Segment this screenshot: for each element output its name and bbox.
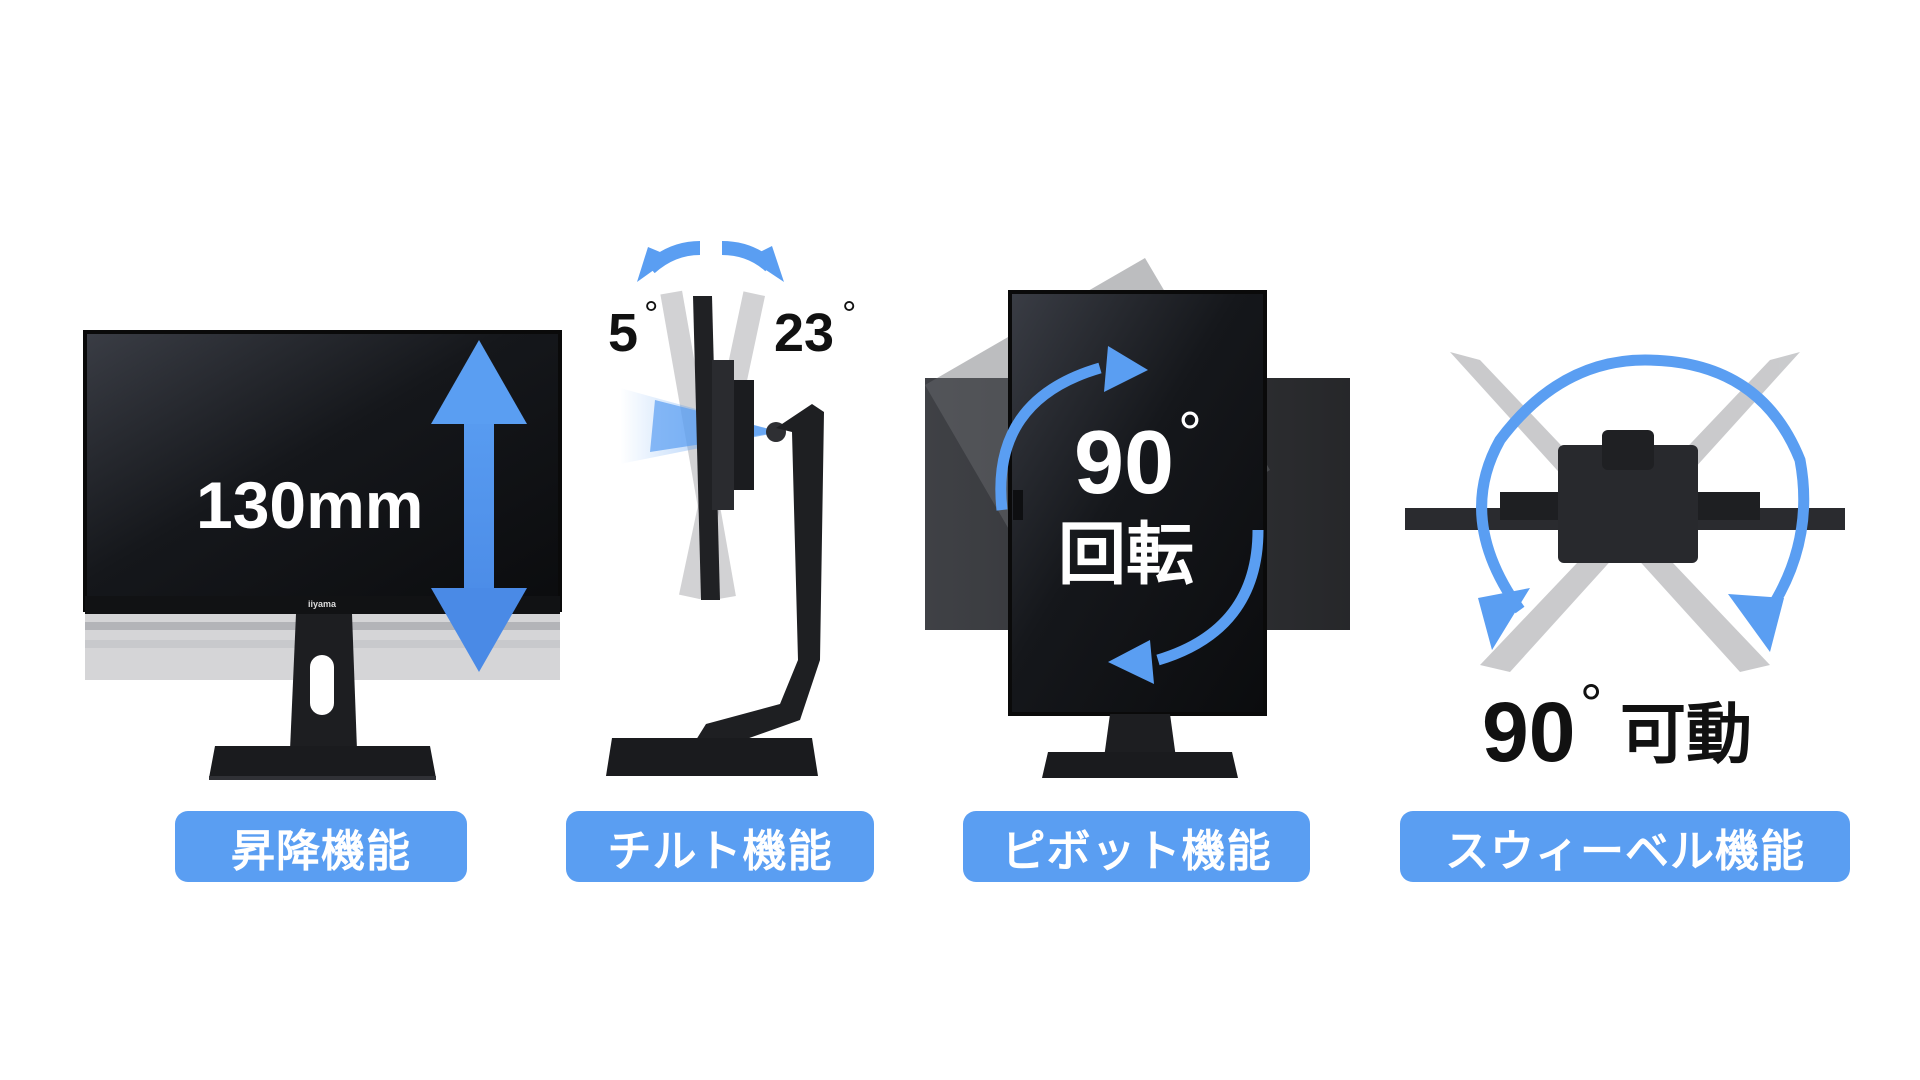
height-feature-label: 昇降機能 [175,811,467,882]
swivel-degree: ° [1580,672,1603,735]
pivot-monitor [925,258,1350,778]
pivot-value: 90 [1074,413,1175,513]
tilt-left-angle: 5 [608,303,639,363]
swivel-caption: 可動 [1620,696,1752,773]
swivel-monitor [1405,352,1845,672]
swivel-value: 90 [1482,685,1576,779]
brand-logo: iiyama [308,599,337,609]
pivot-degree: ° [1178,400,1202,467]
tilt-monitor [606,290,824,776]
height-arrow-icon [431,340,527,672]
pivot-rotate-arrows-icon [995,346,1264,684]
tilt-left-degree: ° [644,293,659,334]
height-value: 130mm [196,468,424,542]
swivel-arrows-icon [1476,354,1810,652]
tilt-feature-label: チルト機能 [566,811,874,882]
tilt-arrows-icon [637,241,784,282]
tilt-right-degree: ° [842,293,857,334]
tilt-right-angle: 23 [774,303,835,363]
swivel-feature-label: スウィーベル機能 [1400,811,1850,882]
pivot-feature-label: ピボット機能 [963,811,1310,882]
pivot-caption: 回転 [1058,516,1195,595]
